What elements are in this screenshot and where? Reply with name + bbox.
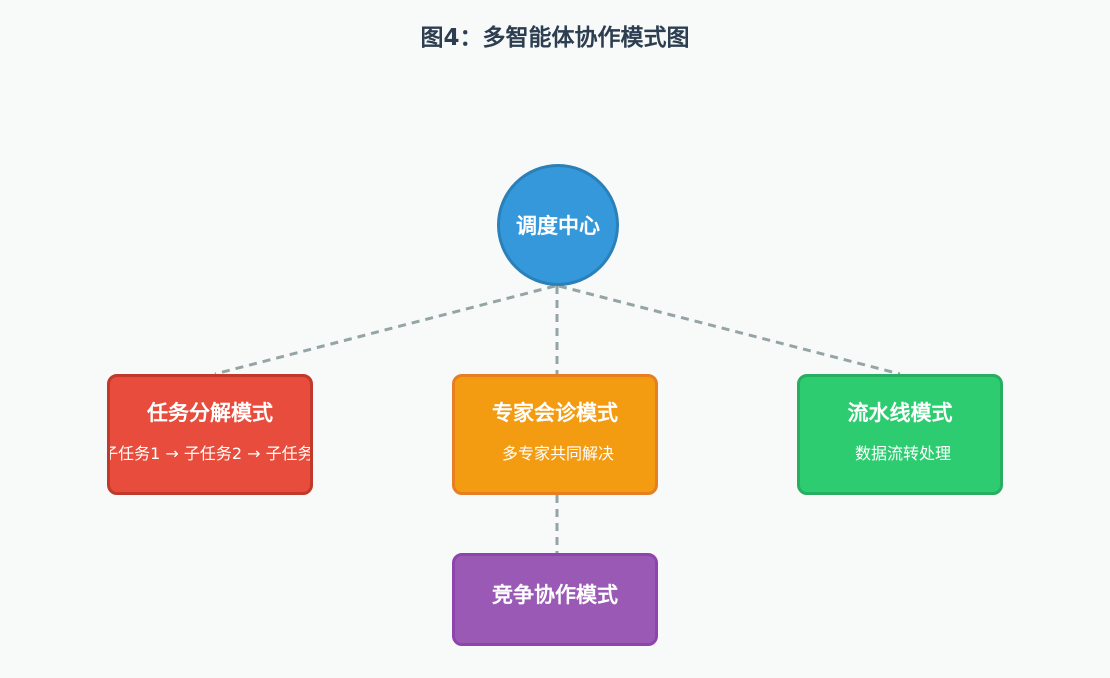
- mode-desc: 多专家共同解决: [501, 444, 614, 463]
- mode-title: 专家会诊模式: [492, 401, 618, 425]
- mode-node-expert-consultation: 专家会诊模式 多专家共同解决: [452, 374, 658, 495]
- mode-desc: 数据流转处理: [854, 444, 951, 463]
- mode-node-task-decomposition: 任务分解模式 子任务1 → 子任务2 → 子任务3: [107, 374, 313, 495]
- mode-desc: 子任务1 → 子任务2 → 子任务3: [107, 444, 313, 463]
- hub-label: 调度中心: [516, 214, 600, 238]
- mode-title: 流水线模式: [847, 401, 953, 425]
- diagram-title: 图4：多智能体协作模式图: [420, 25, 690, 51]
- mode-node-competitive-collaboration: 竞争协作模式: [452, 553, 658, 646]
- connector-hub-to-task-decomposition: [214, 284, 556, 376]
- mode-title: 任务分解模式: [147, 401, 273, 425]
- mode-node-pipeline: 流水线模式 数据流转处理: [797, 374, 1003, 495]
- hub-node: 调度中心: [497, 164, 619, 286]
- mode-title: 竞争协作模式: [492, 583, 618, 607]
- connector-hub-to-pipeline: [558, 284, 901, 376]
